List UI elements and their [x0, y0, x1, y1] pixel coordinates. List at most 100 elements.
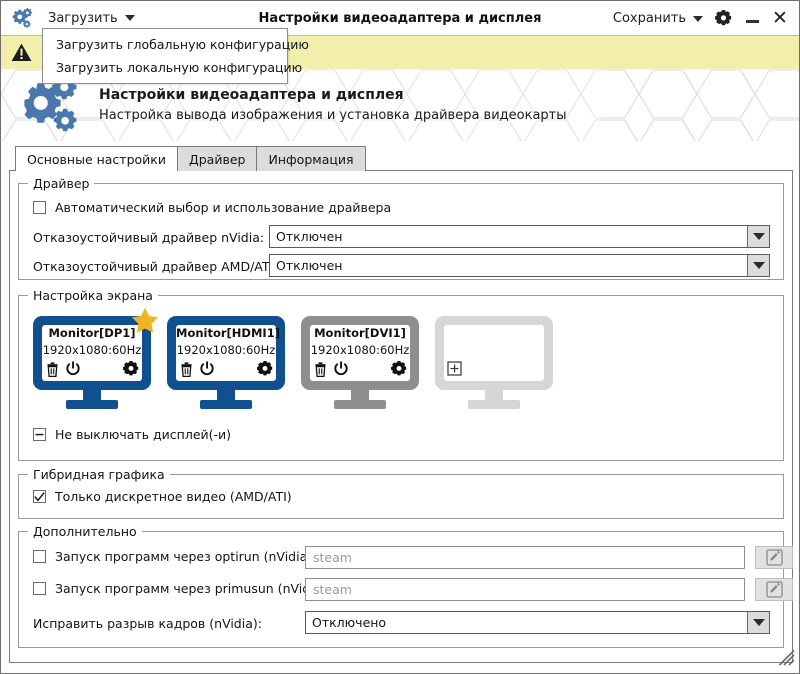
- primary-monitor-star-icon: [131, 307, 159, 338]
- amd-fallback-combobox[interactable]: Отключен: [269, 254, 770, 277]
- title-bar-controls: Сохранить ✕: [608, 1, 793, 36]
- optirun-placeholder: steam: [313, 550, 352, 565]
- monitor-actions: [45, 361, 139, 381]
- gear-icon[interactable]: [391, 361, 407, 381]
- save-menu-button[interactable]: Сохранить: [608, 5, 708, 33]
- close-button[interactable]: ✕: [767, 5, 793, 33]
- monitor-name: Monitor[DP1]: [48, 326, 136, 340]
- monitor-card-dp1[interactable]: Monitor[DP1] 1920x1080:60Hz: [31, 307, 159, 411]
- trash-icon[interactable]: [313, 361, 328, 381]
- driver-group-title: Драйвер: [28, 176, 95, 191]
- screen-setup-group: Настройка экрана Monitor[D: [18, 288, 784, 461]
- extra-group: Дополнительно Запуск программ через opti…: [18, 524, 793, 648]
- hybrid-group-title: Гибридная графика: [28, 467, 170, 482]
- trash-icon[interactable]: [45, 361, 60, 381]
- primusrun-placeholder: steam: [313, 582, 352, 597]
- load-dropdown-menu: Загрузить глобальную конфигурацию Загруз…: [42, 28, 309, 84]
- nvidia-fallback-combobox[interactable]: Отключен: [269, 225, 770, 248]
- monitor-actions: [179, 361, 273, 381]
- tearfix-combobox[interactable]: Отключено: [305, 611, 770, 634]
- auto-driver-checkbox[interactable]: [33, 201, 46, 214]
- tab-label: Основные настройки: [27, 152, 166, 167]
- chevron-down-icon: [693, 15, 703, 22]
- banner-gears-icon: [23, 74, 85, 136]
- nvidia-fallback-value: Отключен: [276, 229, 343, 244]
- tab-label: Драйвер: [188, 152, 246, 167]
- optirun-checkbox[interactable]: [33, 550, 46, 563]
- keep-display-checkbox[interactable]: [33, 428, 46, 441]
- amd-fallback-dropdown-arrow[interactable]: [747, 255, 769, 276]
- edit-pencil-icon: [765, 581, 783, 598]
- primusrun-input[interactable]: steam: [305, 578, 745, 601]
- monitor-card-add-slot[interactable]: [433, 314, 555, 411]
- menu-item-label: Загрузить локальную конфигурацию: [56, 60, 303, 75]
- monitor-resolution: 1920x1080:60Hz: [310, 343, 410, 357]
- chevron-down-icon: [752, 233, 765, 240]
- amd-fallback-value: Отключен: [276, 258, 343, 273]
- discrete-video-checkbox-row[interactable]: Только дискретное видео (AMD/ATI): [33, 489, 292, 504]
- nvidia-fallback-label: Отказоустойчивый драйвер nVidia:: [33, 230, 265, 245]
- primusrun-edit-button[interactable]: [755, 578, 793, 601]
- banner-title: Настройки видеоадаптера и дисплея: [99, 87, 404, 103]
- discrete-video-checkbox[interactable]: [33, 490, 46, 503]
- gear-icon[interactable]: [257, 361, 273, 381]
- monitor-list: Monitor[DP1] 1920x1080:60Hz: [31, 307, 555, 411]
- tab-strip: Основные настройки Драйвер Информация: [15, 146, 366, 171]
- primusrun-checkbox-row[interactable]: Запуск программ через primusun (nVidia):: [33, 581, 330, 596]
- monitor-resolution: 1920x1080:60Hz: [176, 343, 276, 357]
- monitor-name: Monitor[DVI1]: [314, 326, 406, 340]
- power-icon[interactable]: [199, 361, 215, 381]
- power-icon[interactable]: [65, 361, 81, 381]
- optirun-edit-button[interactable]: [755, 546, 793, 569]
- checkmark-icon: [34, 491, 45, 501]
- indeterminate-dash-icon: [35, 433, 44, 436]
- plus-icon[interactable]: [447, 361, 462, 380]
- tab-label: Информация: [268, 152, 354, 167]
- hybrid-graphics-group: Гибридная графика Только дискретное виде…: [18, 467, 784, 519]
- tab-main-settings[interactable]: Основные настройки: [15, 146, 178, 171]
- menu-item-load-local[interactable]: Загрузить локальную конфигурацию: [43, 56, 302, 79]
- trash-icon[interactable]: [179, 361, 194, 381]
- menu-item-load-global[interactable]: Загрузить глобальную конфигурацию: [43, 33, 309, 56]
- banner-subtitle: Настройка вывода изображения и установка…: [99, 108, 567, 123]
- app-gears-icon: [1, 8, 41, 28]
- auto-driver-label: Автоматический выбор и использование дра…: [55, 200, 392, 215]
- resize-grip-icon[interactable]: [778, 649, 795, 670]
- amd-fallback-label: Отказоустойчивый драйвер AMD/ATI:: [33, 259, 278, 274]
- chevron-down-icon: [124, 15, 135, 21]
- tearfix-label: Исправить разрыв кадров (nVidia):: [33, 616, 262, 631]
- primusrun-checkbox[interactable]: [33, 582, 46, 595]
- monitor-frame-icon: [435, 316, 553, 409]
- keep-display-label: Не выключать дисплей(-и): [55, 427, 232, 442]
- driver-group: Драйвер Автоматический выбор и использов…: [18, 176, 784, 280]
- auto-driver-checkbox-row[interactable]: Автоматический выбор и использование дра…: [33, 200, 391, 215]
- discrete-video-label: Только дискретное видео (AMD/ATI): [55, 489, 292, 504]
- tab-content-panel: Драйвер Автоматический выбор и использов…: [9, 170, 793, 663]
- tearfix-value: Отключено: [312, 615, 387, 630]
- settings-gear-button[interactable]: [710, 5, 737, 33]
- tab-driver[interactable]: Драйвер: [176, 146, 258, 171]
- menu-item-label: Загрузить глобальную конфигурацию: [56, 37, 309, 52]
- monitor-resolution: 1920x1080:60Hz: [42, 343, 142, 357]
- minimize-button[interactable]: [739, 5, 765, 33]
- nvidia-fallback-dropdown-arrow[interactable]: [747, 226, 769, 247]
- tearfix-dropdown-arrow[interactable]: [747, 612, 769, 633]
- screen-group-title: Настройка экрана: [28, 288, 158, 303]
- keep-display-checkbox-row[interactable]: Не выключать дисплей(-и): [33, 427, 231, 442]
- gear-icon: [715, 10, 732, 26]
- load-menu-button[interactable]: Загрузить: [41, 8, 142, 29]
- edit-pencil-icon: [765, 549, 783, 566]
- optirun-checkbox-row[interactable]: Запуск программ через optirun (nVidia):: [33, 549, 316, 564]
- tab-information[interactable]: Информация: [256, 146, 366, 171]
- power-icon[interactable]: [333, 361, 349, 381]
- optirun-label: Запуск программ через optirun (nVidia):: [55, 549, 317, 564]
- monitor-card-dvi1[interactable]: Monitor[DVI1] 1920x1080:60Hz: [299, 314, 421, 411]
- gear-icon[interactable]: [123, 361, 139, 381]
- load-menu-label: Загрузить: [48, 10, 118, 26]
- monitor-name: Monitor[HDMI1]: [176, 326, 280, 340]
- chevron-down-icon: [752, 262, 765, 269]
- monitor-actions: [313, 361, 407, 381]
- optirun-input[interactable]: steam: [305, 546, 745, 569]
- monitor-card-hdmi1[interactable]: Monitor[HDMI1] 1920x1080:60Hz: [165, 314, 287, 411]
